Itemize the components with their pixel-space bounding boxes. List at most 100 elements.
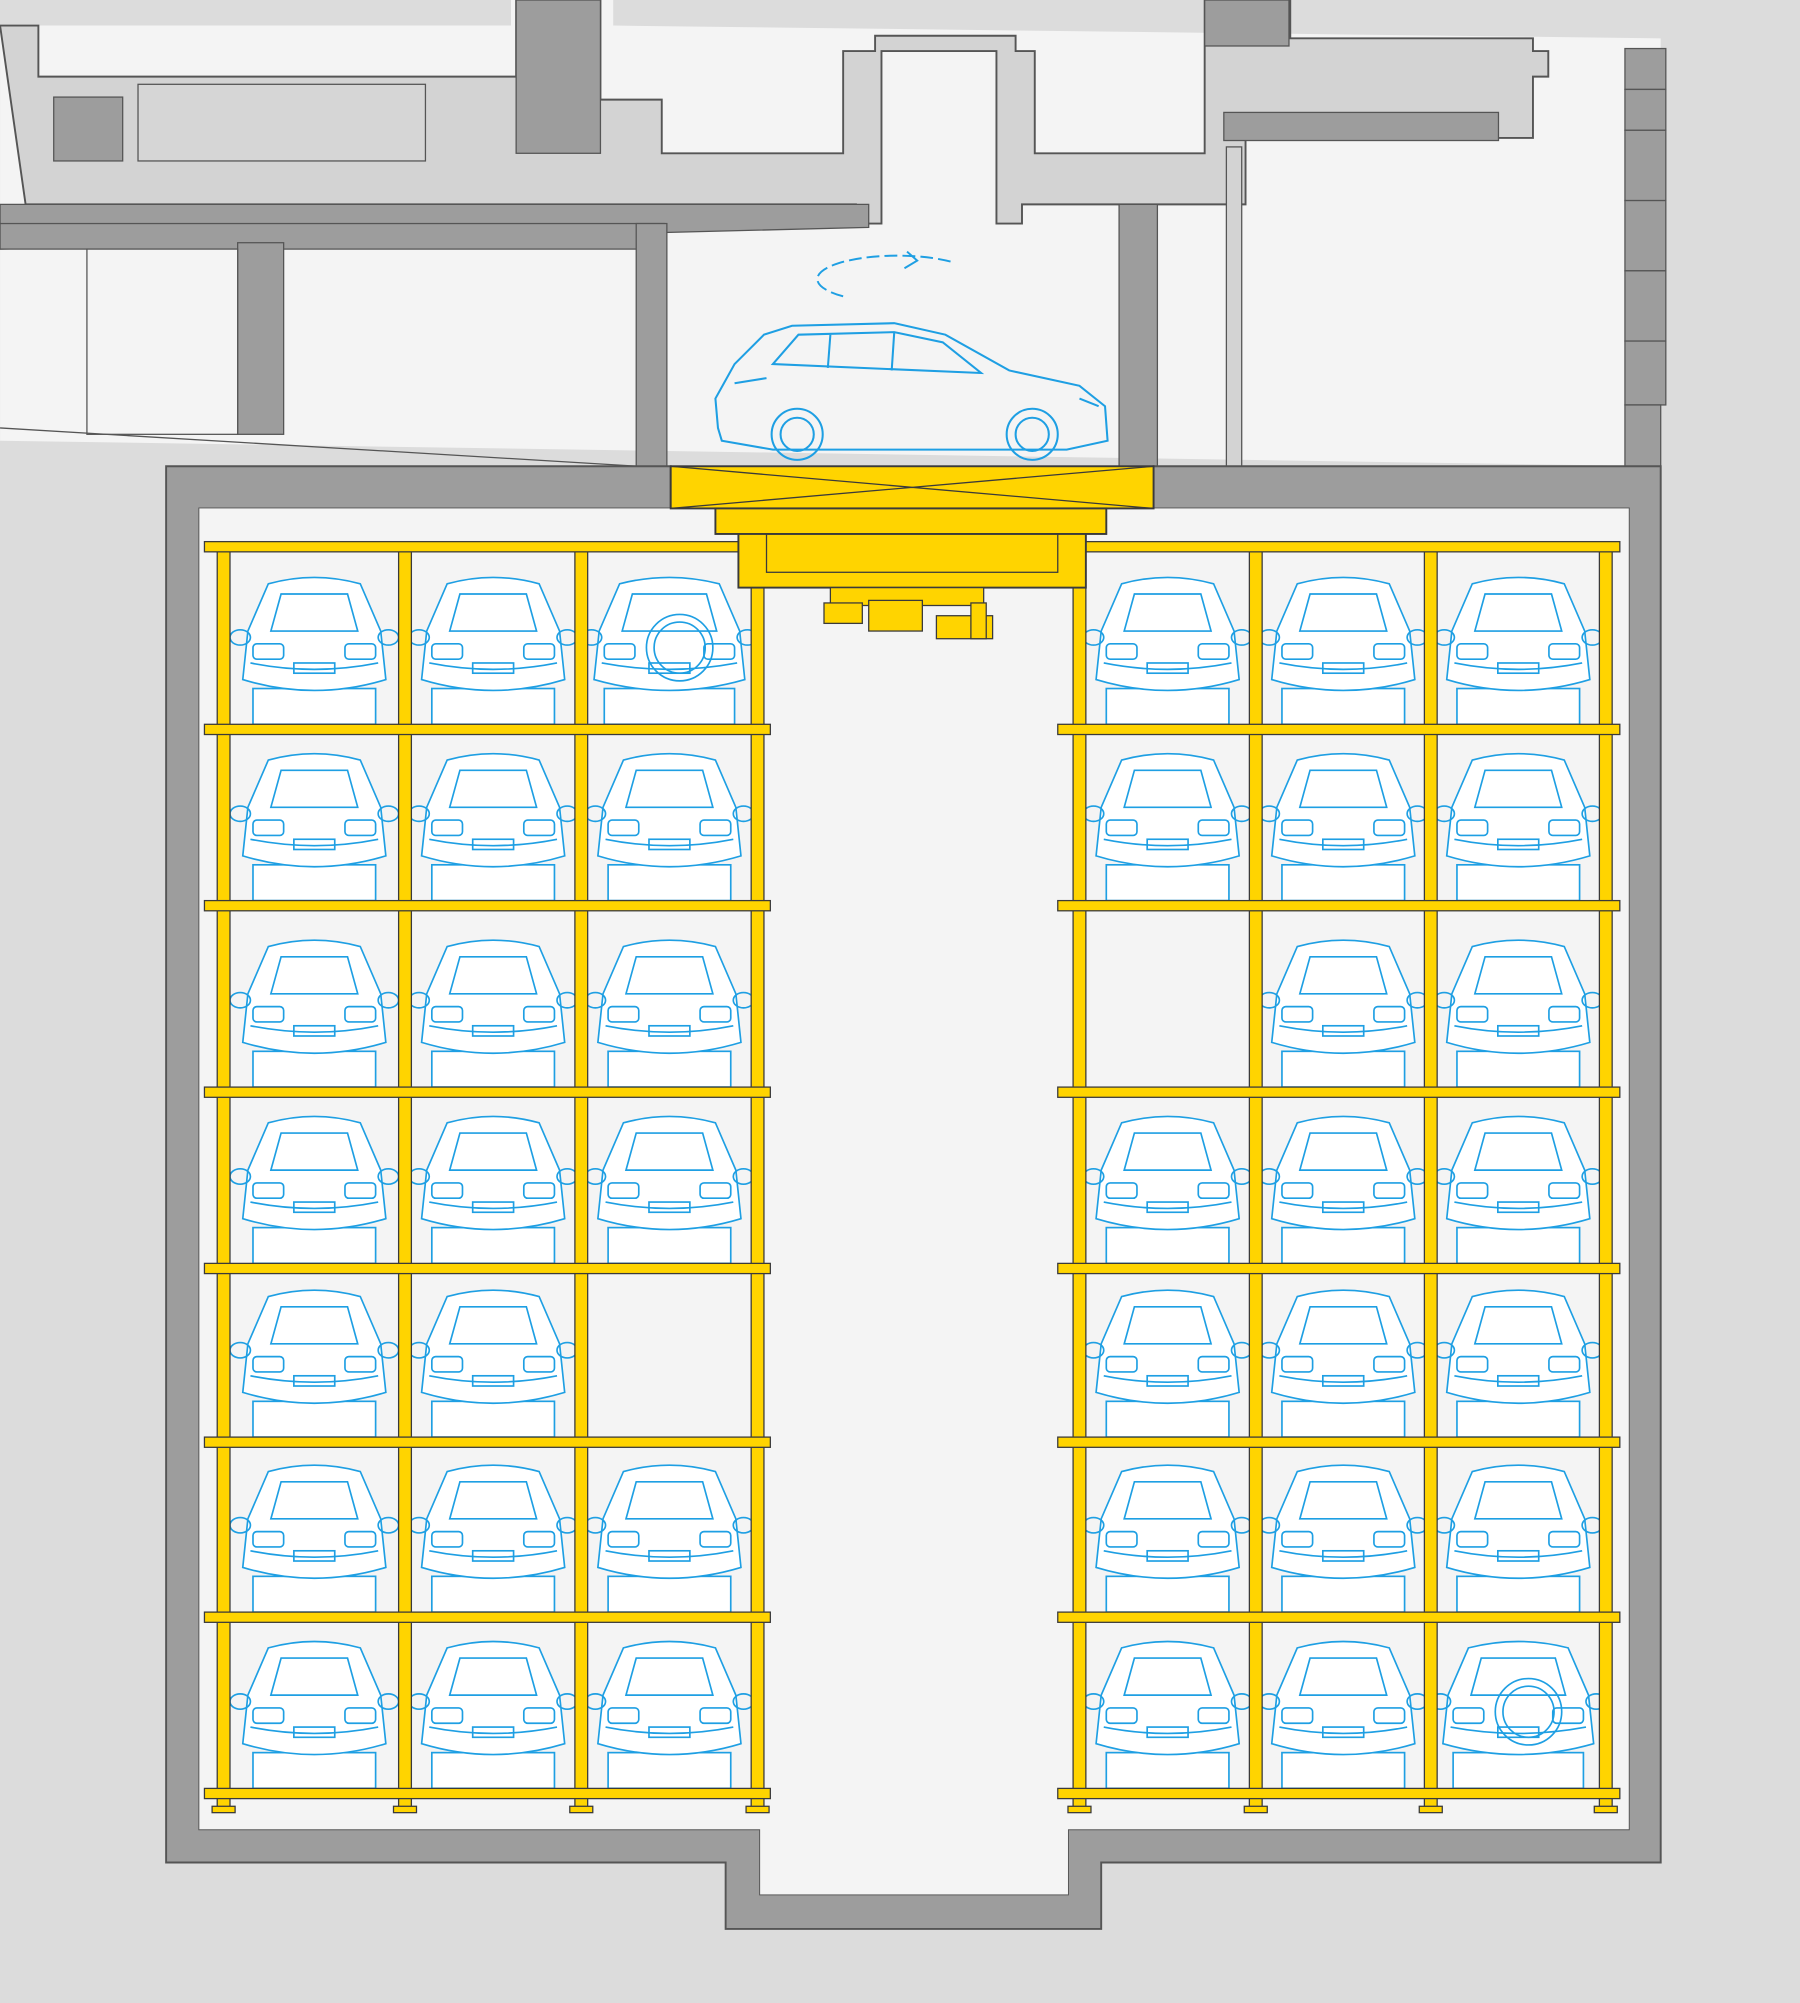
car-wheels <box>252 1226 377 1265</box>
tail-light-left <box>252 1005 285 1023</box>
tail-light-left <box>252 642 285 660</box>
parking-slot <box>1082 576 1253 726</box>
tail-light-right <box>344 1530 377 1548</box>
parking-slot <box>1258 1115 1429 1265</box>
post-foot <box>745 1805 770 1814</box>
car-wheels <box>252 1751 377 1790</box>
bumper <box>250 1726 379 1735</box>
car-rear-spare-wheel <box>1429 1640 1608 1790</box>
parking-slot <box>1258 752 1429 902</box>
tail-light-left <box>1456 819 1489 837</box>
car-rear-window <box>1298 955 1388 995</box>
car-rear <box>408 939 579 1088</box>
car-rear-window <box>1298 1305 1388 1345</box>
car-wheels <box>430 1226 556 1265</box>
tail-light-left <box>430 1182 464 1200</box>
tail-light-left <box>430 1530 464 1548</box>
parking-slot <box>408 1640 579 1790</box>
car-rear-window <box>448 1480 538 1520</box>
parking-slot <box>408 939 579 1088</box>
tail-light-left <box>1105 642 1138 660</box>
rack-shelf-beam <box>1057 1611 1621 1623</box>
post-foot <box>1243 1805 1268 1814</box>
rack-shelf-beam <box>1057 1262 1621 1275</box>
tail-light-left <box>1281 1005 1314 1023</box>
bumper <box>1103 1374 1232 1384</box>
car-body <box>593 576 746 692</box>
car-body <box>1442 1640 1595 1756</box>
tail-light-left <box>1281 1530 1314 1548</box>
car-rear <box>1258 752 1429 902</box>
car-rear <box>408 1464 579 1613</box>
tail-light-right <box>1373 819 1406 837</box>
car-rear-window <box>1473 1132 1563 1171</box>
car-rear-window <box>1473 1480 1563 1520</box>
bumper <box>605 1201 734 1210</box>
car-rear-window <box>624 1657 714 1696</box>
car-rear-window <box>269 955 359 995</box>
tail-light-left <box>1105 1182 1138 1200</box>
parking-slot <box>1082 1464 1253 1613</box>
car-wheels <box>1105 687 1230 726</box>
spare-wheel <box>645 613 714 682</box>
tail-light-right <box>1548 1182 1581 1200</box>
tail-light-right <box>699 819 732 837</box>
tail-light-left <box>607 1005 640 1023</box>
parking-slot <box>1429 1640 1608 1790</box>
car-rear-window <box>1469 1657 1567 1696</box>
car-rear-window <box>1298 1480 1388 1520</box>
car-wheels <box>430 1050 556 1088</box>
tail-light-left <box>607 1530 640 1548</box>
tail-light-left <box>430 1355 464 1373</box>
bumper <box>1103 662 1232 671</box>
tail-light-left <box>607 1707 640 1725</box>
car-rear-window <box>1298 1132 1388 1171</box>
parking-slot <box>580 576 759 726</box>
car-rear <box>1082 1115 1253 1265</box>
car-rear <box>229 752 400 902</box>
car-rear-window <box>269 1480 359 1520</box>
tail-light-right <box>703 642 736 660</box>
car-rear <box>1433 939 1604 1088</box>
tail-light-left <box>1105 819 1138 837</box>
rack-shelf-beam <box>1057 1086 1621 1098</box>
parking-slot <box>1433 1464 1604 1613</box>
bumper <box>1454 1201 1583 1210</box>
rack-shelf-beam <box>1057 1787 1621 1800</box>
car-rear <box>1258 939 1429 1088</box>
building-above <box>0 0 1667 467</box>
car-wheels <box>430 687 556 726</box>
car-rear-window <box>624 955 714 995</box>
parking-slot <box>229 1115 400 1265</box>
parking-slot <box>1433 1115 1604 1265</box>
bumper <box>1450 1726 1587 1735</box>
car-rear-window <box>1473 769 1563 809</box>
rack-shelf-beam <box>203 540 771 553</box>
bumper <box>429 1726 558 1735</box>
rack-right <box>1057 540 1621 1814</box>
car-rear <box>1082 1289 1253 1438</box>
tail-light-left <box>1456 1182 1489 1200</box>
tail-light-left <box>252 1182 285 1200</box>
car-rear <box>229 1464 400 1613</box>
tail-light-right <box>344 1005 377 1023</box>
car-rear <box>408 752 579 902</box>
tail-light-left <box>252 819 285 837</box>
bumper <box>605 1549 734 1559</box>
bumper <box>250 1201 379 1210</box>
car-rear-window <box>448 955 538 995</box>
rotation-arrow-icon <box>816 250 952 298</box>
car-rear-window <box>448 593 538 632</box>
tail-light-right <box>1373 1355 1406 1373</box>
car-wheels <box>430 1575 556 1613</box>
rack-shelf-beam <box>203 1262 771 1275</box>
spare-wheel <box>1494 1677 1563 1746</box>
car-rear-window <box>1473 955 1563 995</box>
tail-light-left <box>1281 1355 1314 1373</box>
car-wheels <box>430 1400 556 1438</box>
tail-light-right <box>1373 642 1406 660</box>
tail-light-right <box>1197 1182 1230 1200</box>
parking-slot <box>408 752 579 902</box>
bumper <box>250 1374 379 1384</box>
lift-platform <box>669 250 1155 640</box>
